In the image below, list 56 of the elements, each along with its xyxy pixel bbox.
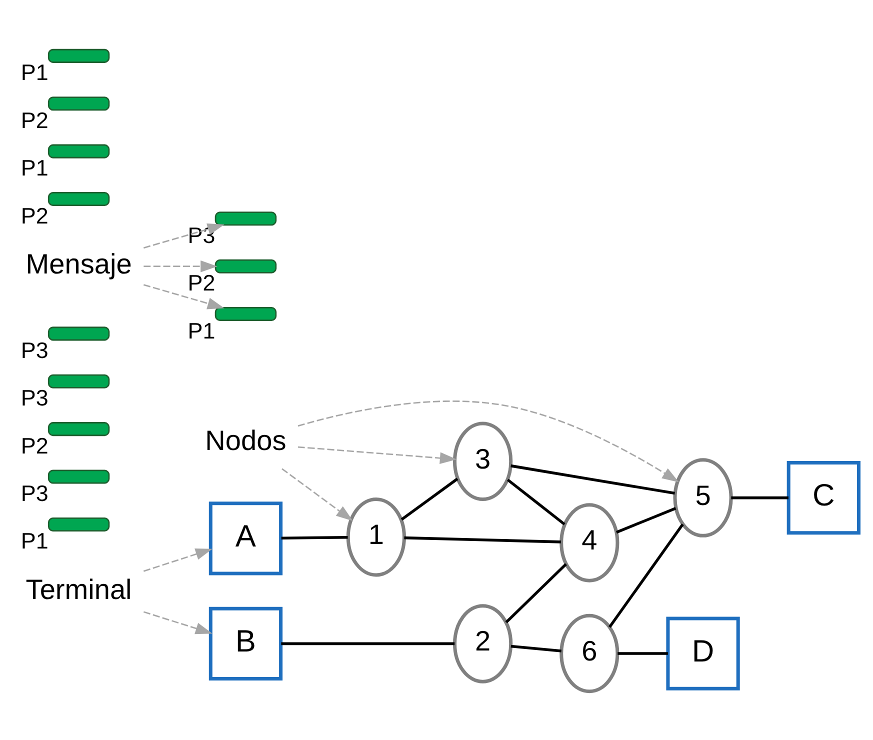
node-box: D <box>666 616 740 690</box>
connector <box>505 562 567 623</box>
node-bar <box>48 192 110 206</box>
node-bar <box>48 516 110 531</box>
node-box: A <box>208 501 283 575</box>
connector <box>404 536 561 543</box>
connector <box>400 477 458 520</box>
node-label: P3 <box>20 337 48 362</box>
node-bar <box>48 96 110 110</box>
node-ellipse: 2 <box>452 604 513 683</box>
arrow <box>143 284 224 309</box>
node-label: P2 <box>20 202 48 228</box>
node-label: P1 <box>20 528 48 554</box>
node-ellipse: 4 <box>560 502 620 582</box>
arrow <box>143 548 212 572</box>
node-ellipse: 5 <box>673 458 733 537</box>
arrow <box>144 260 218 272</box>
arrow <box>298 446 457 464</box>
connector <box>608 523 684 628</box>
node-ellipse: 1 <box>346 496 406 576</box>
node-label: P2 <box>188 270 216 296</box>
node-bar <box>48 469 110 484</box>
node-bar <box>48 144 110 158</box>
node-text: Nodos <box>205 424 286 456</box>
arrow <box>298 400 679 482</box>
node-label: P3 <box>20 385 48 410</box>
node-label: P1 <box>188 318 216 343</box>
connector <box>281 535 348 539</box>
node-bar <box>48 422 110 436</box>
connector <box>281 642 455 645</box>
node-text: Mensaje <box>26 248 132 279</box>
connector <box>618 652 668 654</box>
node-box: C <box>786 460 860 534</box>
node-bar <box>214 306 277 321</box>
arrow <box>143 610 212 634</box>
arrow <box>282 468 353 520</box>
connector <box>506 478 566 525</box>
node-label: P1 <box>20 60 48 85</box>
connector <box>510 644 562 652</box>
node-label: P1 <box>20 155 48 180</box>
node-box: B <box>208 606 283 680</box>
node-label: P2 <box>20 107 48 132</box>
node-bar <box>48 374 110 388</box>
node-label: P2 <box>20 432 48 458</box>
connector <box>616 506 676 534</box>
node-ellipse: 3 <box>452 421 513 500</box>
node-text: Terminal <box>26 573 132 604</box>
node-bar <box>214 258 277 273</box>
connector <box>510 464 675 494</box>
node-bar <box>48 48 110 62</box>
node-bar <box>214 211 277 226</box>
node-label: P3 <box>20 480 48 506</box>
node-bar <box>48 326 110 340</box>
node-ellipse: 6 <box>560 613 620 693</box>
connector <box>731 496 788 499</box>
arrow <box>143 222 224 248</box>
